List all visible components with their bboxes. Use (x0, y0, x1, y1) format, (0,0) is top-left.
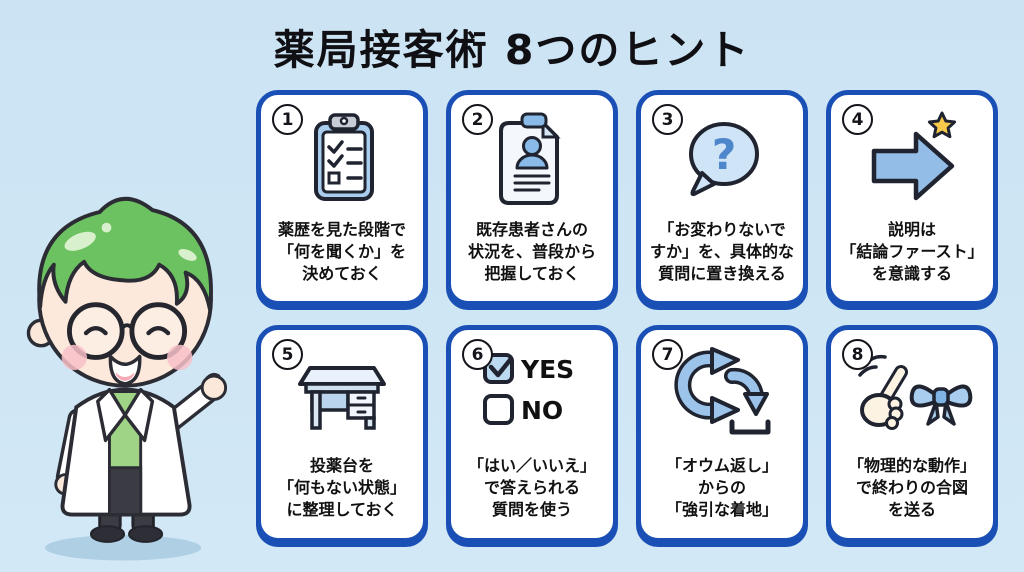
tip-number-badge: 8 (842, 339, 873, 370)
page-title: 薬局接客術 8つのヒント (273, 26, 751, 74)
tip-number-badge: 3 (652, 104, 683, 135)
tip-text: 薬歴を見た段階で 「何を聞くか」を 決めておく (277, 219, 406, 284)
tip-text: 投薬台を 「何もない状態」 に整理しておく (277, 455, 406, 520)
yes-label: YES (520, 355, 574, 384)
clipboard-checklist-icon (292, 107, 392, 211)
question-mark-glyph: ? (712, 130, 736, 179)
tip-text: 「物理的な動作」 で終わりの合図 を送る (847, 455, 976, 520)
arrow-star-icon (862, 107, 962, 211)
no-label: NO (521, 396, 563, 425)
tip-card-3: 3 ? 「お変わりないで すか」を、具体的な 質問に置き換える (636, 90, 808, 306)
tip-card-2: 2 既存患者さんの 状況を、普段から 把握しておく (446, 90, 618, 306)
snap-hand-ribbon-icon (849, 342, 975, 446)
tip-card-4: 4 説明は 「結論ファースト」 を意識する (826, 90, 998, 306)
tip-card-7: 7 「オウム返し」 からの 「強引な着地」 (636, 325, 808, 543)
patient-document-icon (482, 107, 582, 211)
tip-text: 説明は 「結論ファースト」 を意識する (840, 219, 984, 284)
tip-number-badge: 5 (272, 339, 303, 370)
tip-number-badge: 7 (652, 339, 683, 370)
desk-icon (290, 342, 394, 446)
yes-no-checkbox-icon: YES NO (469, 342, 595, 446)
tip-text: 「はい／いいえ」 で答えられる 質問を使う (467, 455, 596, 520)
tip-card-1: 1 薬歴を見た段階で 「何を聞くか」を 決めておく (256, 90, 428, 306)
tip-text: 既存患者さんの 状況を、普段から 把握しておく (467, 219, 596, 284)
tip-number-badge: 1 (272, 104, 303, 135)
tip-card-5: 5 投薬台を 「何もない状態」 に整理しておく (256, 325, 428, 543)
tip-text: 「オウム返し」 からの 「強引な着地」 (665, 455, 778, 520)
pharmacist-mascot-illustration (26, 196, 228, 561)
tip-card-8: 8 「物理的な動作」 で終わりの合図 を送る (826, 325, 998, 543)
tip-number-badge: 2 (462, 104, 493, 135)
loop-arrows-icon (670, 342, 774, 446)
question-bubble-icon: ? (672, 107, 772, 211)
tip-card-6: 6 YES NO 「はい／いいえ」 で答えられる 質問を使う (446, 325, 618, 543)
tip-text: 「お変わりないで すか」を、具体的な 質問に置き換える (649, 219, 794, 284)
tips-grid: 1 薬歴を見た段階で 「何を聞くか」を 決めておく 2 (256, 90, 1004, 543)
tip-number-badge: 6 (462, 339, 493, 370)
tip-number-badge: 4 (842, 104, 873, 135)
